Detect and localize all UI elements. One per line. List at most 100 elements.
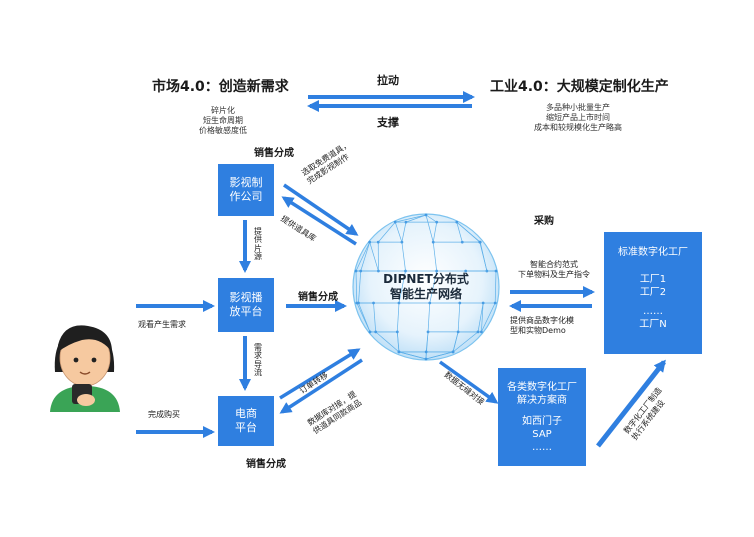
solution-provider-box: 各类数字化工厂 解决方案商 如西门子 SAP ……	[498, 368, 586, 466]
watch-demand-label: 观看产生需求	[138, 320, 186, 329]
solution-line-2: 解决方案商	[517, 394, 567, 406]
factory-item-3: ……	[643, 306, 663, 317]
globe-mesh-line	[358, 302, 371, 333]
play-line-2: 放平台	[229, 305, 263, 318]
ecom-line-1: 电商	[235, 406, 257, 420]
globe-mesh-node	[455, 220, 459, 224]
globe-mesh-node	[456, 330, 460, 334]
globe-mesh-node	[368, 330, 372, 334]
play-platform-box: 影视播 放平台	[218, 278, 274, 332]
sales-share-bottom: 销售分成	[246, 459, 286, 470]
solution-line-1: 各类数字化工厂	[507, 381, 577, 393]
globe-mesh-node	[435, 220, 439, 224]
solution-example-1: 如西门子	[522, 415, 562, 427]
industry-sub-1: 多品种小批量生产	[546, 103, 610, 112]
globe-mesh-node	[397, 350, 401, 354]
globe-mesh-node	[428, 301, 432, 305]
globe-mesh-node	[354, 269, 358, 273]
provide-props-arrow	[281, 196, 357, 246]
globe-mesh-node	[376, 240, 380, 244]
globe-mesh-node	[458, 301, 462, 305]
center-label: DIPNET分布式 智能生产网络	[364, 272, 488, 302]
contract-2: 下单物料及生产指令	[518, 270, 590, 279]
globe-mesh-node	[397, 301, 401, 305]
industry-sub-2: 缩短产品上市时间	[546, 113, 610, 122]
globe-mesh-line	[401, 222, 407, 243]
globe-mesh-node	[372, 301, 375, 305]
complete-purchase-label: 完成购买	[148, 410, 180, 419]
globe-mesh-line	[456, 221, 481, 243]
globe-mesh-line	[425, 351, 454, 360]
globe-mesh-node	[400, 240, 404, 244]
globe-mesh-line	[425, 214, 437, 223]
globe-mesh-line	[396, 303, 400, 332]
market-sub-2: 短生命周期	[203, 116, 243, 125]
market-sub-1: 碎片化	[211, 106, 235, 115]
globe-mesh-line	[401, 242, 406, 272]
globe-mesh-node	[374, 330, 378, 334]
play-line-1: 影视播	[229, 290, 263, 304]
globe-mesh-node	[431, 240, 435, 244]
dipnet-globe	[352, 213, 500, 361]
film-line-2: 作公司	[229, 190, 263, 203]
globe-mesh-line	[373, 302, 377, 332]
globe-mesh-node	[368, 240, 372, 244]
support-label: 支撑	[377, 116, 399, 129]
globe-mesh-node	[393, 220, 397, 224]
globe-mesh-line	[456, 222, 463, 243]
choose-props-arrow	[283, 183, 359, 236]
contract-1: 智能合约范式	[530, 260, 578, 269]
globe-mesh-node	[376, 269, 380, 273]
globe-mesh-line	[432, 242, 438, 272]
sales-share-top: 销售分成	[254, 148, 294, 159]
globe-mesh-line	[457, 303, 461, 332]
market-subtitle: 碎片化 短生命周期 价格敏感度低	[192, 106, 254, 136]
globe-mesh-line	[377, 221, 396, 243]
globe-mesh-node	[479, 330, 483, 334]
sales-share-mid: 销售分成	[298, 292, 338, 303]
globe-mesh-line	[494, 270, 497, 304]
globe-mesh-node	[424, 357, 428, 361]
globe-mesh-line	[396, 331, 400, 352]
factory-item-2: 工厂2	[639, 287, 667, 298]
globe-mesh-line	[481, 303, 484, 332]
person-illustration	[50, 325, 120, 412]
globe-mesh-node	[493, 301, 497, 305]
solution-more: ……	[532, 441, 552, 453]
provide-model-label: 提供商品数字化模 型和实物Demo	[510, 316, 574, 336]
order-transfer-arrow	[279, 348, 361, 400]
ecom-line-2: 平台	[235, 421, 257, 434]
globe-mesh-node	[476, 330, 480, 334]
provide-film-label: 提供片源	[254, 227, 262, 262]
pull-label: 拉动	[377, 74, 399, 87]
globe-mesh-node	[426, 330, 430, 334]
globe-mesh-node	[424, 213, 428, 217]
globe-mesh-line	[477, 302, 484, 332]
factory-item-1: 工厂1	[639, 274, 667, 285]
globe-mesh-line	[425, 214, 434, 243]
data-seamless-arrow	[438, 360, 499, 404]
globe-mesh-node	[357, 301, 360, 305]
factory-build-arrow	[596, 359, 666, 448]
globe-mesh-node	[464, 269, 468, 273]
factory-item-4: 工厂N	[639, 319, 667, 330]
globe-mesh-line	[481, 302, 496, 333]
market-sub-3: 价格敏感度低	[199, 126, 247, 135]
film-line-1: 影视制	[229, 175, 263, 189]
globe-mesh-node	[435, 269, 439, 273]
globe-mesh-line	[405, 214, 427, 223]
globe-mesh-node	[481, 301, 485, 305]
provide-model-2: 型和实物Demo	[510, 326, 566, 335]
center-line-1: DIPNET分布式	[383, 272, 469, 286]
globe-mesh-line	[355, 270, 358, 304]
globe-mesh-node	[460, 240, 464, 244]
globe-mesh-node	[424, 350, 428, 354]
center-line-2: 智能生产网络	[389, 287, 462, 301]
globe-mesh-line	[369, 242, 379, 272]
solution-example-2: SAP	[532, 428, 552, 440]
globe-mesh-line	[452, 331, 459, 352]
provide-model-1: 提供商品数字化模	[510, 316, 574, 325]
data-docking-arrow	[279, 358, 363, 414]
globe-mesh-node	[494, 269, 498, 273]
globe-mesh-line	[432, 222, 438, 243]
